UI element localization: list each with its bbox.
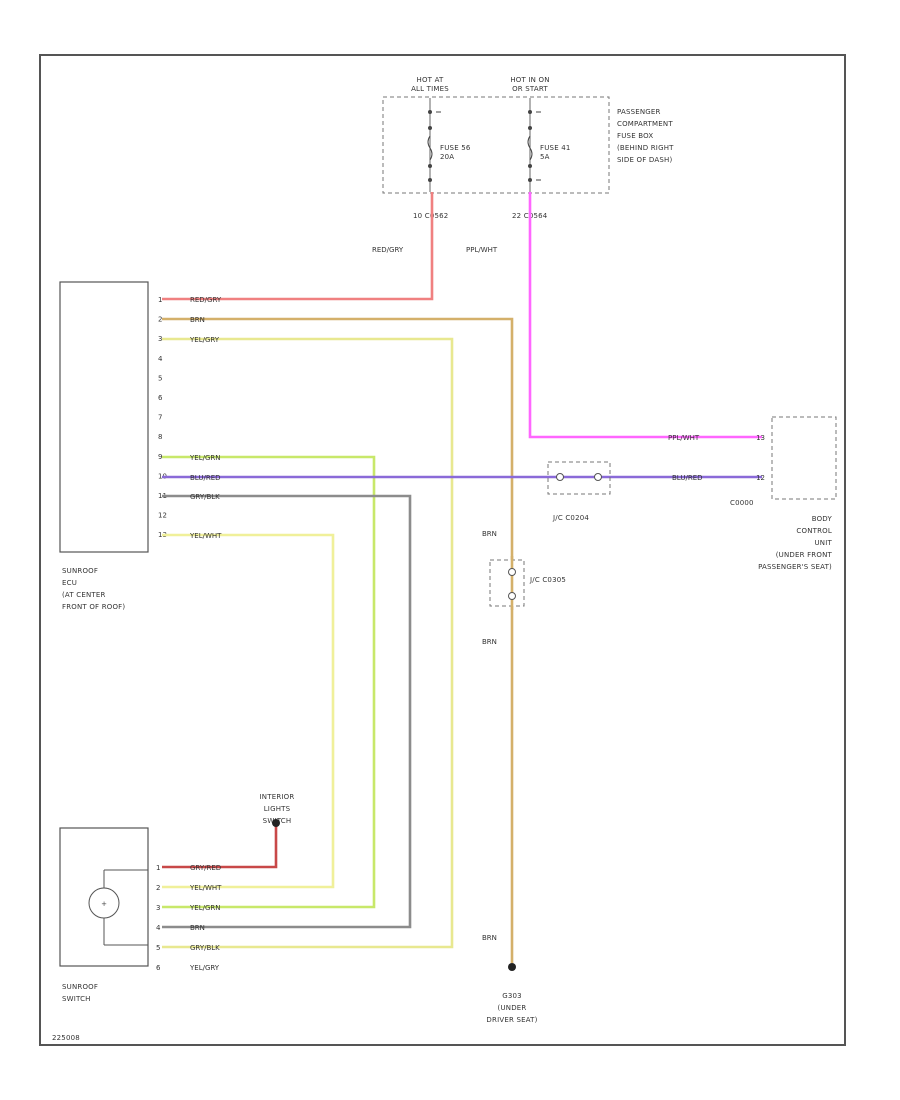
wire-yel-gry bbox=[162, 337, 454, 949]
ground-point-g303 bbox=[508, 963, 516, 971]
bcu-wire-label-top: PPL/WHT bbox=[668, 434, 700, 442]
ecu-wire-label-13: YEL/WHT bbox=[189, 532, 222, 540]
body-control-unit-box bbox=[771, 416, 837, 500]
interior-switch-label-1: INTERIOR bbox=[260, 793, 295, 801]
sunroof-switch-motor-symbol: + bbox=[88, 869, 148, 946]
interior-lights-switch-terminal bbox=[272, 819, 280, 827]
fuse-right-name: FUSE 41 bbox=[540, 144, 571, 152]
ecu-wire-label-10: BLU/RED bbox=[190, 474, 221, 482]
bcu-label-1: BODY bbox=[812, 515, 833, 523]
ecu-label-1: SUNROOF bbox=[62, 567, 98, 575]
wire-yel-grn bbox=[162, 455, 376, 909]
fuse-41 bbox=[527, 98, 541, 192]
junction-connector-c0305 bbox=[489, 556, 525, 610]
switch-pin-6: 6 bbox=[156, 964, 161, 972]
ecu-pin-1: 1 bbox=[158, 296, 162, 304]
ecu-wire-label-9: YEL/GRN bbox=[189, 454, 220, 462]
switch-label-2: SWITCH bbox=[62, 995, 91, 1003]
connector-c0562: 10 C0562 bbox=[413, 212, 448, 220]
wire-gry-red bbox=[162, 824, 278, 869]
ecu-pin-6: 6 bbox=[158, 394, 163, 402]
fuse-box-location-3: FUSE BOX bbox=[617, 132, 653, 140]
ecu-label-4: FRONT OF ROOF) bbox=[62, 603, 125, 611]
fuse-box-outline bbox=[382, 96, 610, 194]
ground-label-1: G303 bbox=[502, 992, 522, 1000]
switch-wire-label-4: BRN bbox=[190, 924, 205, 932]
fuse-left-rating: 20A bbox=[440, 153, 454, 161]
interior-switch-label-2: LIGHTS bbox=[264, 805, 291, 813]
ecu-wire-label-2: BRN bbox=[190, 316, 205, 324]
svg-text:+: + bbox=[101, 900, 107, 908]
fuse-box-location-5: SIDE OF DASH) bbox=[617, 156, 672, 164]
hot-in-on-line1: HOT IN ON bbox=[510, 76, 549, 84]
fuse-56 bbox=[427, 98, 441, 192]
switch-wire-label-3: YEL/GRN bbox=[189, 904, 220, 912]
brn-label-1: BRN bbox=[482, 530, 497, 538]
switch-wire-label-6: YEL/GRY bbox=[189, 964, 220, 972]
wire-label-red-gry-fuse: RED/GRY bbox=[372, 246, 404, 254]
junction-connector-c0204 bbox=[547, 461, 611, 495]
wire-yel-wht bbox=[162, 533, 335, 889]
ecu-label-3: (AT CENTER bbox=[62, 591, 106, 599]
fuse-left-name: FUSE 56 bbox=[440, 144, 471, 152]
switch-pin-numbers: 1 2 3 4 5 6 bbox=[156, 864, 161, 972]
brn-label-3: BRN bbox=[482, 934, 497, 942]
ground-label-2: (UNDER bbox=[498, 1004, 527, 1012]
switch-pin-2: 2 bbox=[156, 884, 160, 892]
wire-label-ppl-wht-fuse: PPL/WHT bbox=[466, 246, 498, 254]
ecu-pin-7: 7 bbox=[158, 414, 162, 422]
brn-label-2: BRN bbox=[482, 638, 497, 646]
ecu-pin-5: 5 bbox=[158, 374, 162, 382]
ecu-wire-label-3: YEL/GRY bbox=[189, 336, 220, 344]
bcu-label-3: UNIT bbox=[814, 539, 832, 547]
switch-pin-1: 1 bbox=[156, 864, 160, 872]
ground-label-3: DRIVER SEAT) bbox=[486, 1016, 537, 1024]
ecu-pin-3: 3 bbox=[158, 335, 162, 343]
fuse-box-location-1: PASSENGER bbox=[617, 108, 661, 116]
fuse-box-location-4: (BEHIND RIGHT bbox=[617, 144, 674, 152]
switch-wire-label-1: GRY/RED bbox=[190, 864, 221, 872]
switch-pin-3: 3 bbox=[156, 904, 160, 912]
ecu-pin-12: 12 bbox=[158, 512, 167, 520]
bcu-pin-12: 12 bbox=[756, 474, 765, 482]
wire-red-gry bbox=[162, 192, 434, 301]
ecu-pin-9: 9 bbox=[158, 453, 162, 461]
hot-at-all-times-line1: HOT AT bbox=[417, 76, 445, 84]
sunroof-ecu-box bbox=[59, 281, 149, 553]
hot-at-all-times-line2: ALL TIMES bbox=[411, 85, 449, 93]
ecu-pin-2: 2 bbox=[158, 316, 162, 324]
figure-id: 225008 bbox=[52, 1034, 80, 1042]
bcu-wire-label-bottom: BLU/RED bbox=[672, 474, 703, 482]
bcu-label-5: PASSENGER'S SEAT) bbox=[758, 563, 832, 571]
jc-c0204-label: J/C C0204 bbox=[552, 514, 589, 522]
switch-wire-labels: GRY/RED YEL/WHT YEL/GRN BRN GRY/BLK YEL/GRY bbox=[189, 864, 222, 972]
hot-in-on-line2: OR START bbox=[512, 85, 548, 93]
ecu-label-2: ECU bbox=[62, 579, 77, 587]
switch-pin-5: 5 bbox=[156, 944, 160, 952]
fuse-right-rating: 5A bbox=[540, 153, 550, 161]
bcu-label-2: CONTROL bbox=[796, 527, 832, 535]
switch-wire-label-5: GRY/BLK bbox=[190, 944, 220, 952]
ecu-wire-label-1: RED/GRY bbox=[190, 296, 222, 304]
fuse-box-location-2: COMPARTMENT bbox=[617, 120, 673, 128]
diagram-frame bbox=[39, 54, 846, 1046]
bcu-pin-13: 13 bbox=[756, 434, 765, 442]
wire-gry-blk bbox=[162, 494, 412, 929]
ecu-pin-8: 8 bbox=[158, 433, 162, 441]
bcu-connector-label: C0000 bbox=[730, 499, 754, 507]
ecu-wire-label-11: GRY/BLK bbox=[190, 493, 220, 501]
switch-label-1: SUNROOF bbox=[62, 983, 98, 991]
switch-pin-4: 4 bbox=[156, 924, 161, 932]
ecu-pin-4: 4 bbox=[158, 355, 163, 363]
switch-wire-label-2: YEL/WHT bbox=[189, 884, 222, 892]
wire-brn bbox=[162, 317, 514, 963]
wire-ppl-wht bbox=[528, 192, 762, 439]
bcu-label-4: (UNDER FRONT bbox=[776, 551, 833, 559]
jc-c0305-label: J/C C0305 bbox=[529, 576, 566, 584]
